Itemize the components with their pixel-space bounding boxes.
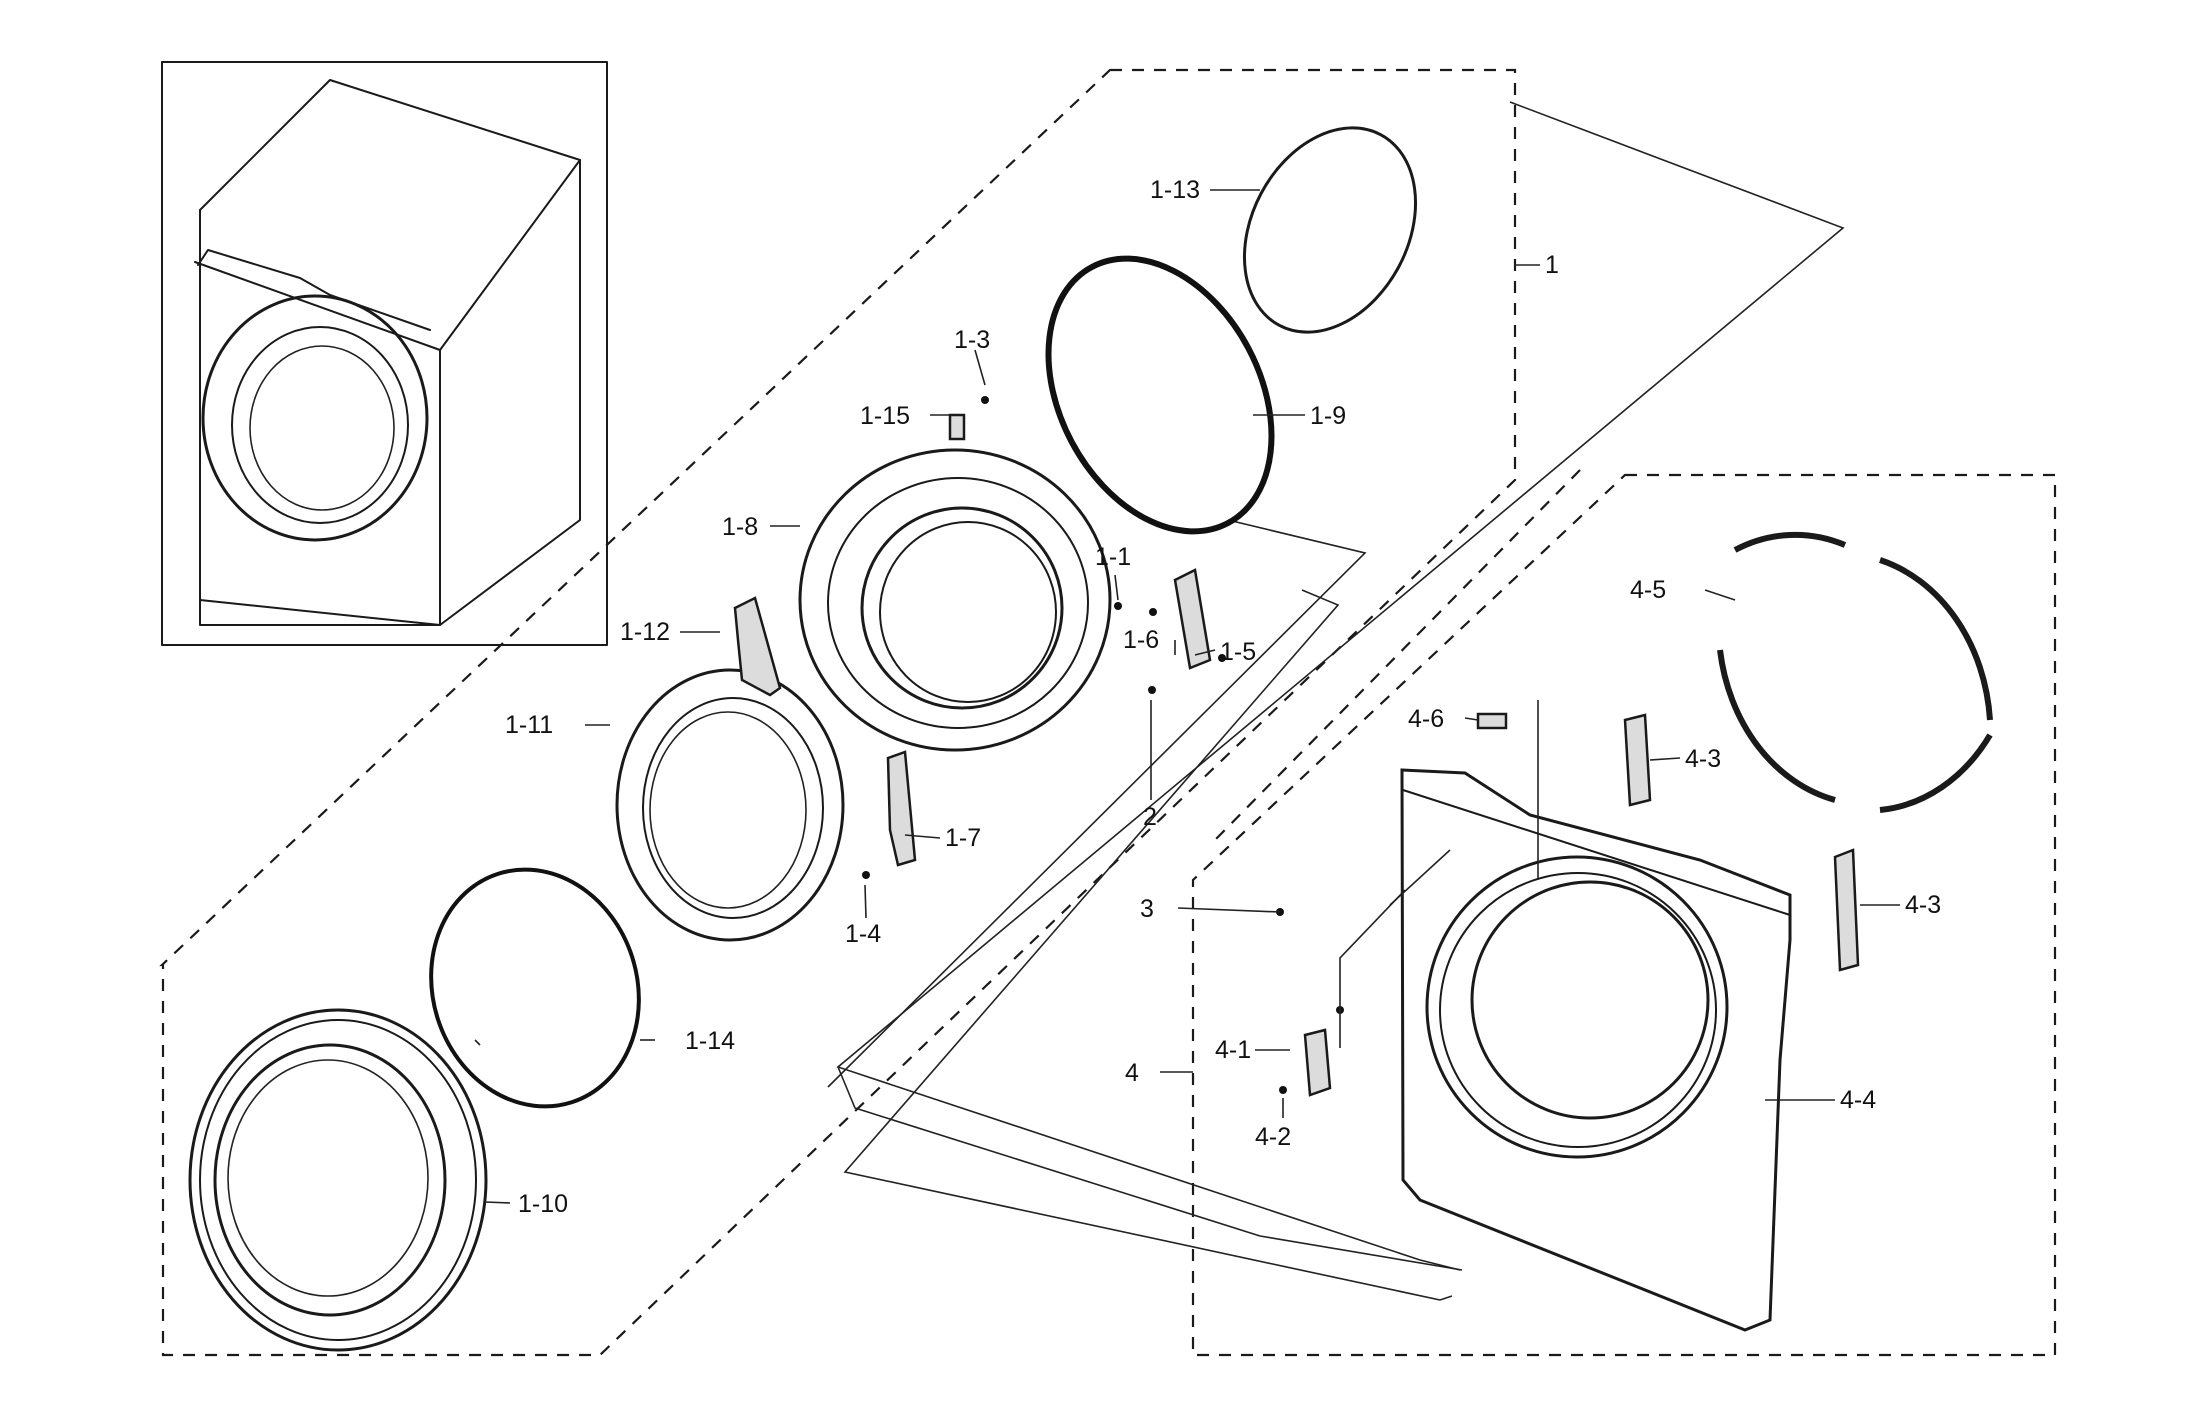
label-1-13: 1-13 [1150,176,1200,204]
leader-lines [474,189,1900,1204]
label-4-3-upper: 4-3 [1685,745,1721,773]
part-1-14-ring [429,867,641,1109]
part-1-15-clip [948,413,966,441]
label-1-4: 1-4 [845,920,881,948]
part-1-12-handle [733,596,782,697]
label-4-1: 4-1 [1215,1036,1251,1064]
label-4-5: 4-5 [1630,576,1666,604]
label-1-7: 1-7 [945,824,981,852]
part-4-3-bracket-lower [1833,848,1860,972]
label-1-3: 1-3 [954,326,990,354]
label-4-2: 4-2 [1255,1123,1291,1151]
part-4-4-front-panel [1400,768,1792,1332]
part-4-6-clip [1476,712,1508,730]
part-1-6-latch [1173,568,1212,670]
label-1-8: 1-8 [722,513,758,541]
label-4: 4 [1125,1059,1139,1087]
label-1-9: 1-9 [1310,402,1346,430]
part-1-11-inner-door [615,668,845,942]
part-4-5-ring-segments [1717,531,1993,813]
label-4-6: 4-6 [1408,705,1444,733]
projection-planes [827,101,1845,1301]
label-1-5: 1-5 [1220,638,1256,666]
label-1-12: 1-12 [620,618,670,646]
label-4-3-lower: 4-3 [1905,891,1941,919]
label-2: 2 [1143,803,1157,831]
label-1-10: 1-10 [518,1190,568,1218]
part-1-9-ring [1045,255,1275,535]
label-4-4: 4-4 [1840,1086,1876,1114]
part-labels: 1-13 1 1-3 1-9 1-15 1-8 1-1 1-12 1-6 1-5… [505,176,1941,1218]
inset-appliance-view [161,61,608,646]
door-parts [188,126,1418,1352]
label-1-1: 1-1 [1095,543,1131,571]
frame-parts [1276,531,1993,1332]
part-1-7-hinge [886,750,917,867]
label-1-14: 1-14 [685,1027,735,1055]
label-1: 1 [1545,251,1559,279]
part-1-10-outer-door [188,1008,488,1352]
label-1-11: 1-11 [505,711,553,739]
label-1-6: 1-6 [1123,626,1159,654]
label-3: 3 [1140,895,1154,923]
label-1-15: 1-15 [860,402,910,430]
part-1-13-glass [1242,126,1418,334]
frame-assembly-boundary [1191,473,2057,1357]
door-assembly-boundary [159,68,1517,1357]
part-4-3-bracket-upper [1623,713,1652,807]
frame-guide-dashed [1214,469,1581,841]
part-4-1-latch [1303,1028,1332,1097]
part-1-8-door-frame [798,448,1112,752]
